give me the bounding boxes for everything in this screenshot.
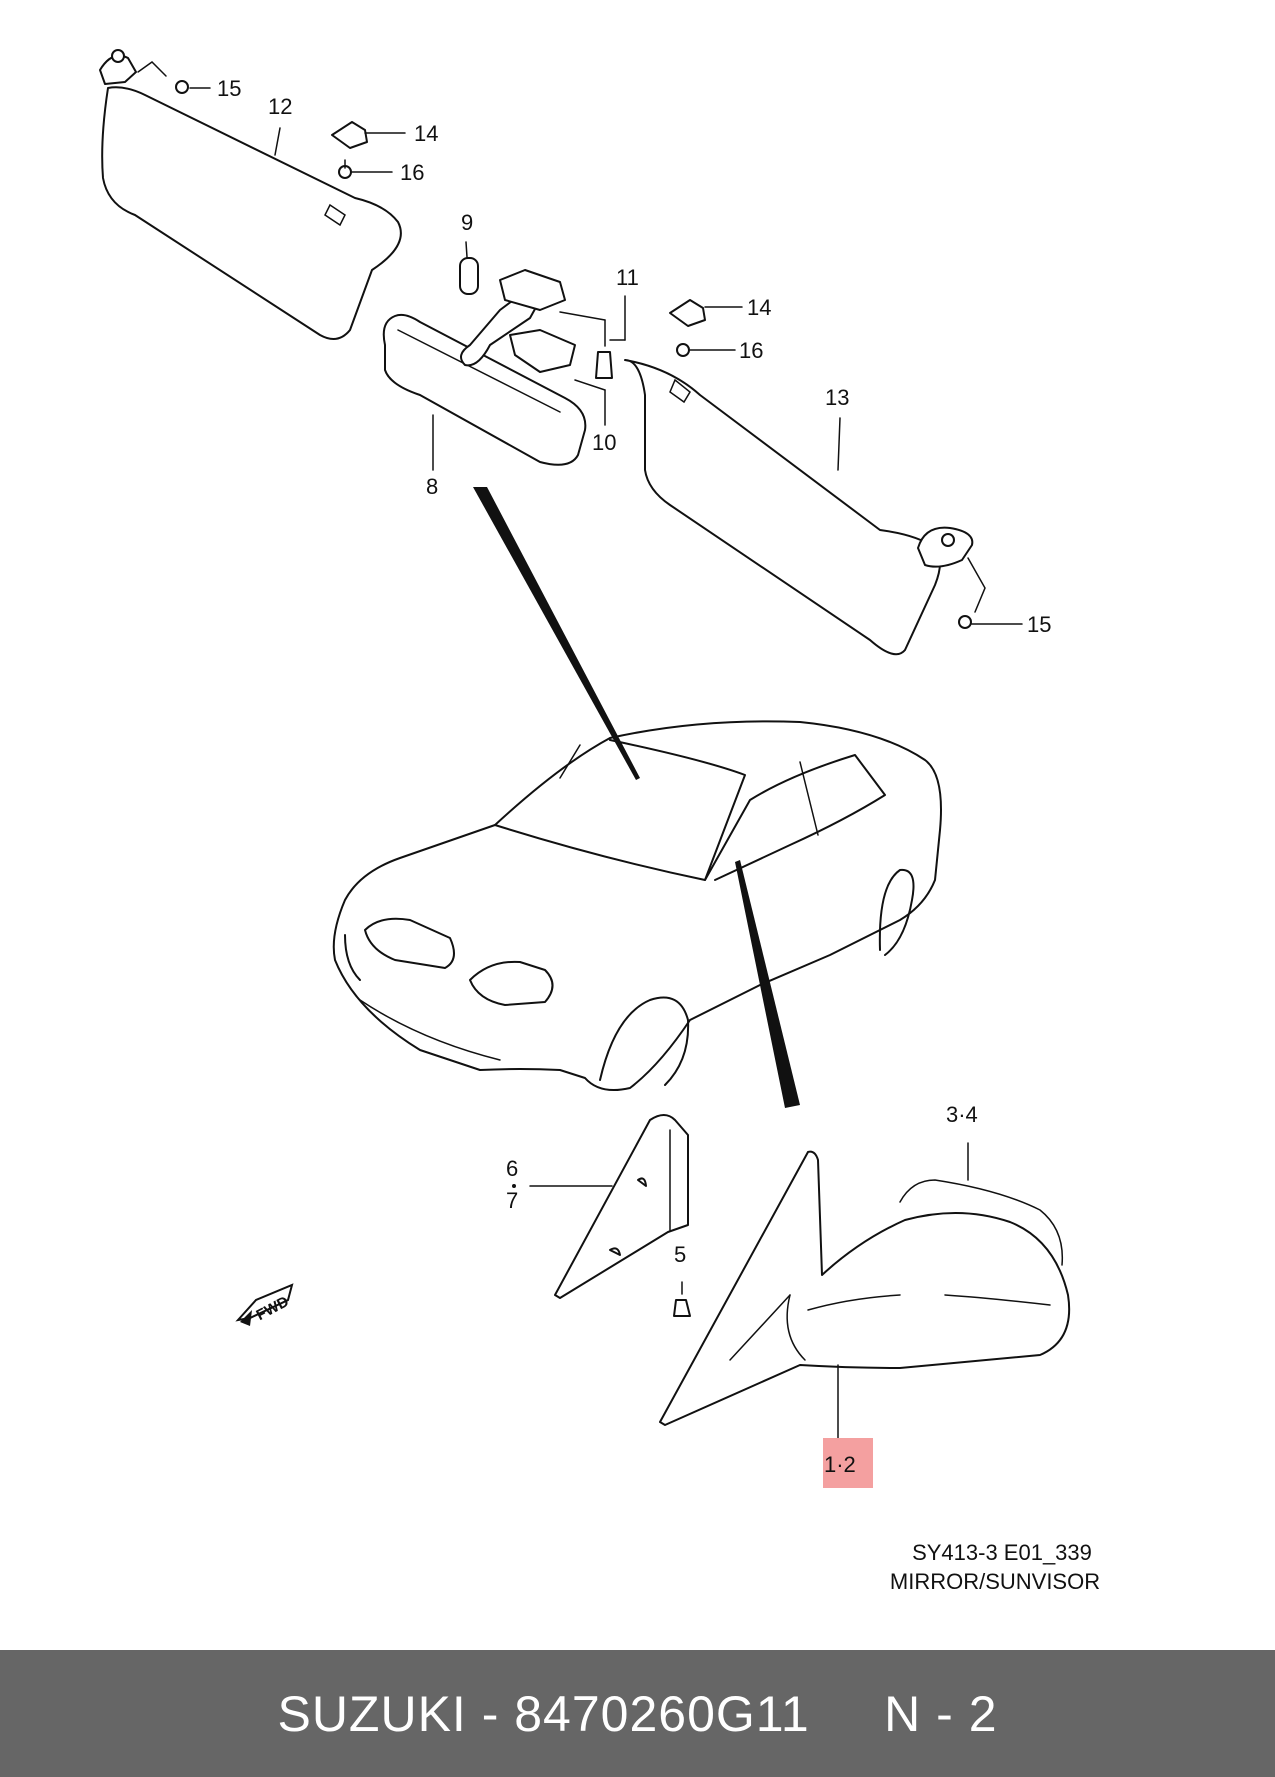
mirror-cover-9 bbox=[459, 257, 479, 295]
bracket-clip-right bbox=[669, 299, 706, 327]
diagram-title: MIRROR/SUNVISOR bbox=[890, 1569, 1100, 1594]
callout-11: 11 bbox=[616, 265, 639, 290]
screw-right-16 bbox=[676, 343, 690, 357]
callout-6-7-dot bbox=[512, 1184, 516, 1188]
car-illustration bbox=[332, 720, 942, 1091]
screw-left-16 bbox=[338, 159, 352, 179]
sun-visor-right bbox=[624, 359, 941, 656]
rear-view-mirror bbox=[382, 313, 587, 466]
callout-14-right: 14 bbox=[747, 295, 771, 320]
callout-15-left: 15 bbox=[217, 76, 241, 101]
callout-12: 12 bbox=[268, 94, 292, 119]
pointer-to-car-interior bbox=[473, 487, 640, 780]
callout-3-4: 3·4 bbox=[946, 1102, 978, 1127]
fwd-arrow-icon: FWD bbox=[235, 1283, 294, 1326]
callout-8: 8 bbox=[426, 474, 438, 499]
callout-7: 7 bbox=[506, 1188, 518, 1213]
mirror-garnish-6-7 bbox=[554, 1114, 689, 1299]
callout-highlight bbox=[823, 1438, 873, 1488]
parts-diagram: FWD 15 12 14 16 9 11 14 16 13 10 8 15 3·… bbox=[99, 49, 1100, 1594]
callout-15-right: 15 bbox=[1027, 612, 1051, 637]
screw-right-15 bbox=[958, 615, 972, 629]
footer-part-number: SUZUKI - 8470260G11 N - 2 bbox=[277, 1685, 998, 1742]
sun-visor-left bbox=[101, 86, 402, 340]
callout-5: 5 bbox=[674, 1242, 686, 1267]
mirror-stay bbox=[460, 269, 576, 373]
callout-16-right: 16 bbox=[739, 338, 763, 363]
callout-13: 13 bbox=[825, 385, 849, 410]
callout-10: 10 bbox=[592, 430, 616, 455]
leader-lines bbox=[189, 87, 1023, 1441]
callout-16-left: 16 bbox=[400, 160, 424, 185]
door-mirror-assembly bbox=[659, 1150, 1071, 1426]
screw-5 bbox=[673, 1281, 691, 1317]
footer-bar: SUZUKI - 8470260G11 N - 2 bbox=[0, 1650, 1275, 1777]
diagram-code: SY413-3 E01_339 bbox=[912, 1540, 1092, 1565]
callout-1-2: 1·2 bbox=[824, 1452, 856, 1477]
visor-holder-clip bbox=[99, 49, 167, 85]
visor-holder-right bbox=[917, 526, 986, 613]
screw-left-15 bbox=[175, 80, 189, 94]
callout-6: 6 bbox=[506, 1156, 518, 1181]
pointer-to-door-mirror bbox=[735, 860, 800, 1108]
screw-11 bbox=[595, 351, 613, 379]
callout-9: 9 bbox=[461, 210, 473, 235]
bracket-clip-left bbox=[331, 121, 368, 149]
callout-14-left: 14 bbox=[414, 121, 438, 146]
